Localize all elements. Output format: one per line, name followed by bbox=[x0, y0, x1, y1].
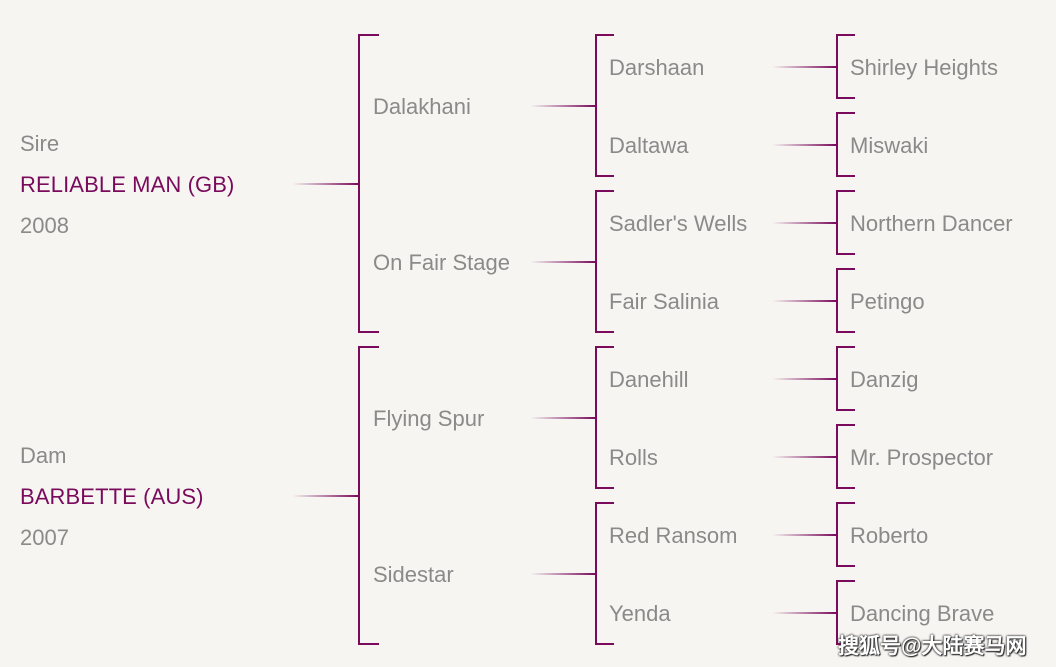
gen4-horse[interactable]: Shirley Heights bbox=[850, 55, 998, 80]
gen4-horse[interactable]: Roberto bbox=[850, 523, 929, 548]
gen3-bracket bbox=[836, 34, 855, 99]
gen3-bracket bbox=[836, 190, 855, 255]
gen3-connector-line bbox=[772, 534, 836, 536]
gen2-connector-line bbox=[530, 261, 595, 263]
gen3-horse[interactable]: Fair Salinia bbox=[609, 289, 720, 314]
sire-year: 2008 bbox=[20, 213, 69, 238]
gen4-horse[interactable]: Northern Dancer bbox=[850, 211, 1013, 236]
sire-bracket bbox=[358, 34, 379, 333]
gen3-connector-line bbox=[772, 66, 836, 68]
gen3-connector-line bbox=[772, 300, 836, 302]
dam-year: 2007 bbox=[20, 525, 69, 550]
gen4-horse[interactable]: Petingo bbox=[850, 289, 925, 314]
gen2-horse[interactable]: Dalakhani bbox=[373, 94, 471, 119]
dam-connector-line bbox=[292, 495, 358, 497]
gen3-bracket bbox=[836, 580, 855, 645]
gen3-connector-line bbox=[772, 222, 836, 224]
gen2-horse[interactable]: On Fair Stage bbox=[373, 250, 510, 275]
dam-name[interactable]: BARBETTE (AUS) bbox=[20, 484, 204, 509]
gen3-connector-line bbox=[772, 612, 836, 614]
gen3-connector-line bbox=[772, 378, 836, 380]
gen3-horse[interactable]: Red Ransom bbox=[609, 523, 738, 548]
gen2-bracket bbox=[595, 34, 614, 177]
gen2-horse[interactable]: Flying Spur bbox=[373, 406, 485, 431]
gen3-connector-line bbox=[772, 144, 836, 146]
watermark: 搜狐号@大陆赛马网 bbox=[838, 635, 1027, 658]
gen2-bracket bbox=[595, 502, 614, 645]
gen3-bracket bbox=[836, 502, 855, 567]
sire-connector-line bbox=[292, 183, 358, 185]
gen2-connector-line bbox=[530, 105, 595, 107]
gen4-horse[interactable]: Mr. Prospector bbox=[850, 445, 994, 470]
gen2-bracket bbox=[595, 190, 614, 333]
gen3-horse[interactable]: Sadler's Wells bbox=[609, 211, 748, 236]
gen4-horse[interactable]: Dancing Brave bbox=[850, 601, 995, 626]
gen3-connector-line bbox=[772, 456, 836, 458]
gen3-horse[interactable]: Yenda bbox=[609, 601, 671, 626]
gen3-bracket bbox=[836, 346, 855, 411]
dam-label: Dam bbox=[20, 443, 67, 468]
gen2-horse[interactable]: Sidestar bbox=[373, 562, 454, 587]
sire-label: Sire bbox=[20, 131, 60, 156]
gen3-bracket bbox=[836, 268, 855, 333]
gen3-horse[interactable]: Daltawa bbox=[609, 133, 689, 158]
gen3-bracket bbox=[836, 112, 855, 177]
gen3-horse[interactable]: Danehill bbox=[609, 367, 689, 392]
dam-bracket bbox=[358, 346, 379, 645]
gen3-bracket bbox=[836, 424, 855, 489]
gen2-bracket bbox=[595, 346, 614, 489]
gen2-connector-line bbox=[530, 573, 595, 575]
gen3-horse[interactable]: Rolls bbox=[609, 445, 658, 470]
gen2-connector-line bbox=[530, 417, 595, 419]
sire-name[interactable]: RELIABLE MAN (GB) bbox=[20, 172, 235, 197]
gen4-horse[interactable]: Danzig bbox=[850, 367, 919, 392]
gen4-horse[interactable]: Miswaki bbox=[850, 133, 929, 158]
gen3-horse[interactable]: Darshaan bbox=[609, 55, 705, 80]
